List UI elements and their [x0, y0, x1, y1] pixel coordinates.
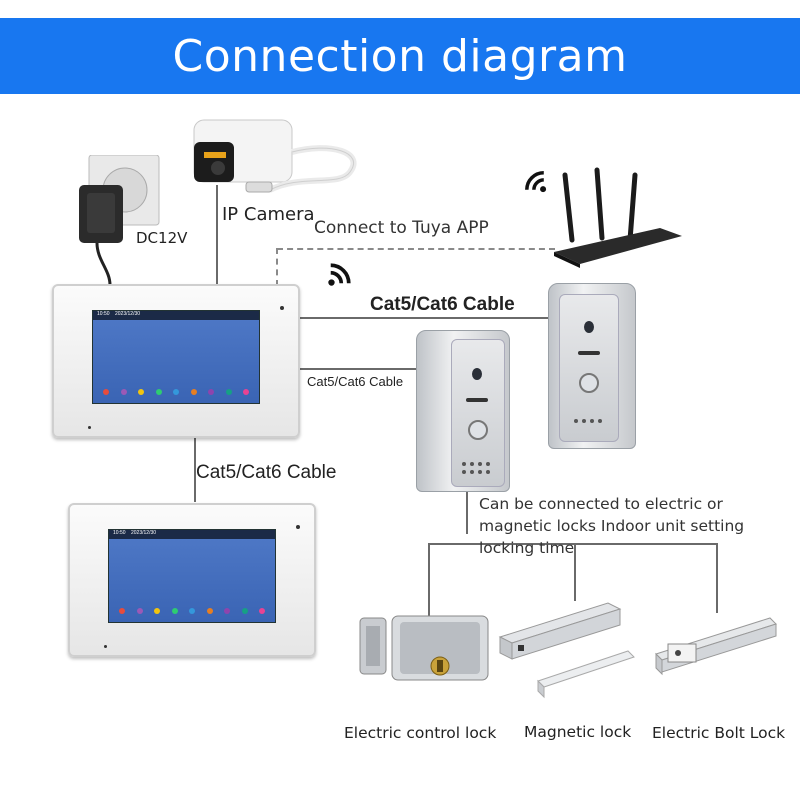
- monitor-screen: 10:50 2023/12/30: [108, 529, 276, 623]
- lock-label: Electric Bolt Lock: [652, 724, 786, 742]
- lock-note-line: [466, 490, 468, 534]
- screen-status-bar: 10:50 2023/12/30: [109, 530, 275, 539]
- electric-lock-icon: [359, 615, 489, 681]
- door-station-icon: [548, 283, 636, 449]
- camera-to-monitor-line: [216, 185, 218, 285]
- door-camera-lens: [584, 321, 594, 333]
- door-station-face: [451, 339, 505, 487]
- screen-date: 2023/12/30: [131, 530, 157, 536]
- app-icon: [136, 608, 143, 614]
- door-call-button: [468, 420, 488, 440]
- app-icon: [206, 608, 213, 614]
- cable-label-top: Cat5/Cat6 Cable: [370, 294, 515, 315]
- app-icon: [171, 608, 178, 614]
- door-name-slot: [466, 398, 488, 402]
- tuya-dashed-drop: [276, 248, 278, 286]
- screen-time: 10:50: [97, 311, 110, 317]
- screen-date: 2023/12/30: [115, 311, 141, 317]
- app-icon: [173, 389, 179, 395]
- door-name-slot: [578, 351, 600, 355]
- magnetic-lock-icon: [498, 602, 635, 699]
- cable-label-bottom: Cat5/Cat6 Cable: [196, 462, 337, 483]
- monitor-screen: 10:50 2023/12/30: [92, 310, 260, 404]
- lock-drop-2: [574, 543, 576, 601]
- lock-bus-line: [428, 543, 717, 545]
- cable-label-mid: Cat5/Cat6 Cable: [307, 374, 404, 389]
- ip-camera-icon: [193, 119, 357, 193]
- lock-note-text: Can be connected to electric or magnetic…: [479, 495, 745, 557]
- screen-app-icons: [119, 608, 265, 616]
- door-camera-lens: [472, 368, 482, 380]
- screen-app-icons: [103, 389, 249, 397]
- monitor-sensor-dot: [104, 645, 107, 648]
- door-station-face: [559, 294, 619, 442]
- app-icon: [189, 608, 195, 614]
- wifi-icon: [525, 171, 547, 193]
- monitor-camera-dot: [280, 306, 284, 310]
- monitor-sensor-dot: [88, 426, 91, 429]
- door-speaker-grille: [462, 462, 490, 474]
- ip-camera-label: IP Camera: [222, 204, 315, 225]
- app-icon: [208, 389, 214, 395]
- lock-label: Magnetic lock: [524, 723, 632, 741]
- monitor-icon: 10:50 2023/12/30: [52, 284, 300, 438]
- app-icon: [190, 389, 197, 395]
- screen-time: 10:50: [113, 530, 126, 536]
- lock-note: Can be connected to electric or magnetic…: [479, 493, 799, 559]
- power-label: DC12V: [136, 229, 188, 247]
- app-icon: [155, 389, 162, 395]
- power-adapter-icon: [79, 155, 160, 285]
- cable-top-line: [298, 317, 548, 319]
- cable-mid-line: [298, 368, 416, 370]
- tuya-label: Connect to Tuya APP: [314, 218, 489, 238]
- lock-drop-3: [716, 543, 718, 613]
- app-icon: [103, 389, 109, 395]
- lock-drop-1: [428, 543, 430, 623]
- lock-label: Electric control lock: [344, 724, 497, 742]
- door-station-icon: [416, 330, 510, 492]
- app-icon: [224, 608, 230, 614]
- app-icon: [120, 389, 127, 395]
- cable-bottom-line: [194, 437, 196, 502]
- page-title: Connection diagram: [0, 18, 800, 94]
- router-icon: [554, 167, 682, 268]
- screen-status-bar: 10:50 2023/12/30: [93, 311, 259, 320]
- app-icon: [154, 608, 160, 614]
- door-call-button: [579, 373, 599, 393]
- tuya-dashed-line: [277, 248, 555, 250]
- bolt-lock-icon: [655, 617, 777, 676]
- monitor-icon: 10:50 2023/12/30: [68, 503, 316, 657]
- app-icon: [225, 389, 232, 395]
- monitor-camera-dot: [296, 525, 300, 529]
- app-icon: [138, 389, 144, 395]
- app-icon: [241, 608, 248, 614]
- door-speaker-grille: [574, 419, 602, 423]
- app-icon: [119, 608, 125, 614]
- wifi-icon: [328, 263, 351, 286]
- app-icon: [243, 389, 249, 395]
- app-icon: [259, 608, 265, 614]
